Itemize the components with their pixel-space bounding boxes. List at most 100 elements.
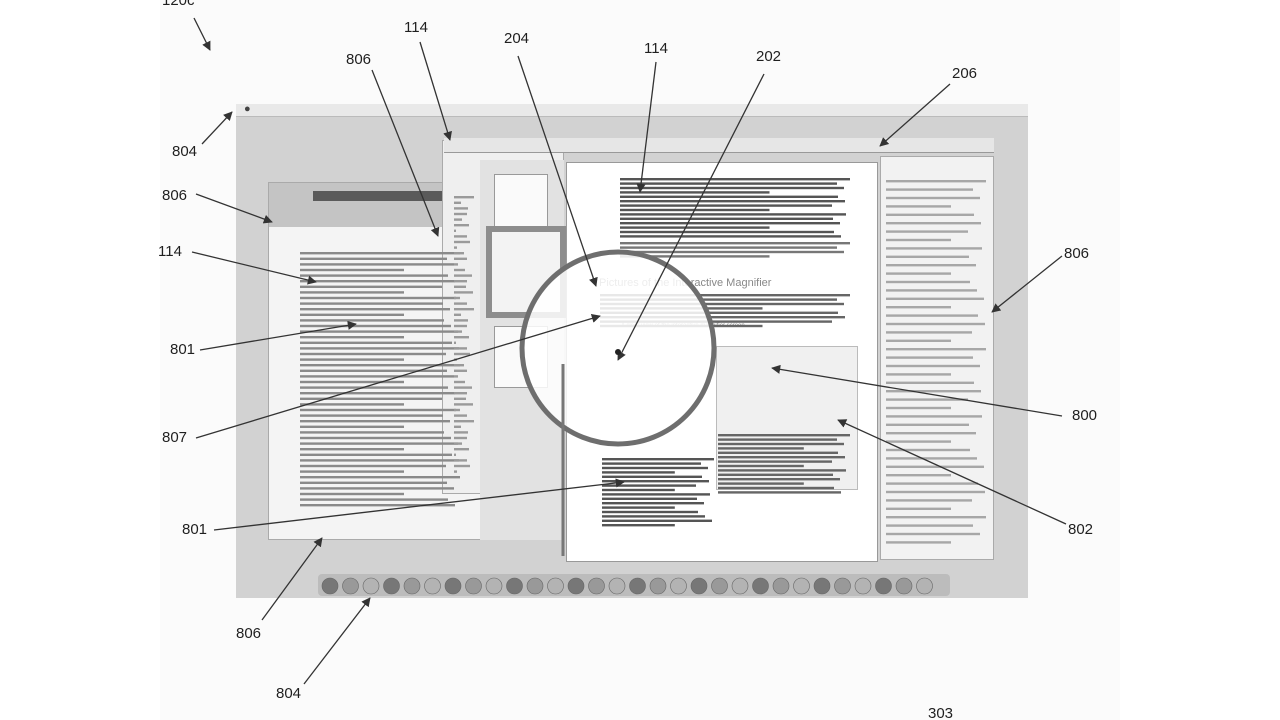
leader-line: [879, 83, 951, 147]
text-row: [454, 229, 456, 232]
text-row: [886, 406, 951, 410]
text-row: [886, 264, 976, 267]
text-row: [454, 459, 467, 462]
text-row: [454, 196, 474, 199]
text-row: [602, 471, 675, 474]
text-row: [454, 268, 465, 272]
text-row: [300, 319, 444, 322]
callout-800: 800: [1072, 407, 1098, 424]
callout-806-left: 806: [162, 187, 188, 204]
dock-icon: [690, 577, 708, 595]
text-row: [454, 291, 473, 294]
text-row: [454, 453, 456, 456]
text-row: [454, 324, 467, 328]
text-row: [600, 320, 832, 323]
text-row: [454, 408, 460, 412]
text-row: [300, 369, 447, 372]
callout-806-bottom: 806: [236, 625, 262, 642]
text-row: [886, 238, 951, 242]
callout-806-right: 806: [1064, 245, 1090, 262]
text-row: [718, 482, 804, 485]
text-row: [718, 456, 845, 459]
text-row: [602, 506, 675, 509]
text-row: [454, 280, 467, 283]
text-row: [886, 180, 986, 183]
text-row: [886, 448, 970, 452]
leader-line: [771, 364, 1063, 417]
callout-204: 204: [504, 30, 530, 47]
text-row: [886, 306, 951, 309]
callout-114-mid: 114: [644, 40, 668, 57]
text-row: [300, 252, 460, 255]
text-row: [620, 186, 844, 190]
text-row: [620, 242, 850, 245]
text-row: [300, 397, 442, 400]
text-row: [454, 218, 462, 221]
text-row: [718, 447, 804, 450]
text-row: [886, 364, 980, 368]
text-row: [300, 459, 459, 462]
text-row: [620, 226, 770, 229]
text-row: [300, 330, 458, 333]
text-row: [300, 263, 454, 266]
text-row: [454, 201, 461, 204]
text-row: [454, 263, 458, 266]
text-row: [454, 425, 461, 428]
text-row: [300, 280, 455, 283]
leader-line: [991, 255, 1063, 313]
dock-icon: [321, 577, 339, 595]
leader-line: [191, 251, 317, 285]
dock-icon: [465, 577, 482, 595]
text-row: [300, 492, 404, 496]
text-row: [886, 297, 984, 300]
text-row: [300, 481, 447, 484]
dock-icon: [403, 577, 421, 595]
dock-icon: [854, 577, 872, 595]
text-row: [886, 188, 973, 191]
text-row: [300, 403, 404, 406]
text-row: [886, 331, 972, 334]
text-row: [886, 415, 982, 418]
text-row: [454, 313, 461, 316]
text-row: [454, 347, 467, 350]
text-row: [300, 470, 404, 473]
text-row: [718, 451, 838, 454]
dock-icon: [608, 577, 626, 595]
thumbnail-page-1: [494, 174, 548, 236]
text-row: [454, 375, 458, 378]
text-row: [886, 222, 981, 225]
text-row: [600, 316, 845, 319]
callout-801-left: 801: [170, 341, 196, 358]
text-row: [454, 369, 467, 372]
text-row: [454, 207, 468, 210]
text-row: [454, 464, 470, 468]
text-row: [300, 257, 447, 260]
text-row: [602, 510, 698, 514]
text-row: [454, 436, 467, 440]
leader-line: [636, 61, 657, 193]
text-row: [886, 465, 984, 468]
text-row: [602, 497, 697, 500]
text-row: [886, 339, 951, 342]
apple-menu-icon: ●: [244, 103, 251, 115]
text-row: [620, 230, 834, 234]
text-row: [886, 348, 986, 351]
text-row: [602, 484, 696, 487]
figure-label-120c: 120c: [162, 0, 195, 9]
dock-icon: [362, 577, 380, 595]
text-row: [718, 434, 850, 437]
leader-line: [419, 41, 452, 141]
leader-line: [371, 69, 440, 237]
callout-807: 807: [162, 429, 188, 446]
text-row: [886, 280, 970, 284]
text-row: [454, 397, 466, 400]
text-row: [300, 504, 455, 507]
text-row: [602, 493, 710, 496]
dock-icon: [567, 577, 585, 595]
text-row: [600, 298, 837, 301]
callout-202: 202: [756, 48, 782, 65]
leader-line: [837, 419, 1067, 525]
leader-line: [303, 597, 371, 685]
document-text-lines: [300, 178, 986, 544]
leader-line: [195, 314, 601, 439]
